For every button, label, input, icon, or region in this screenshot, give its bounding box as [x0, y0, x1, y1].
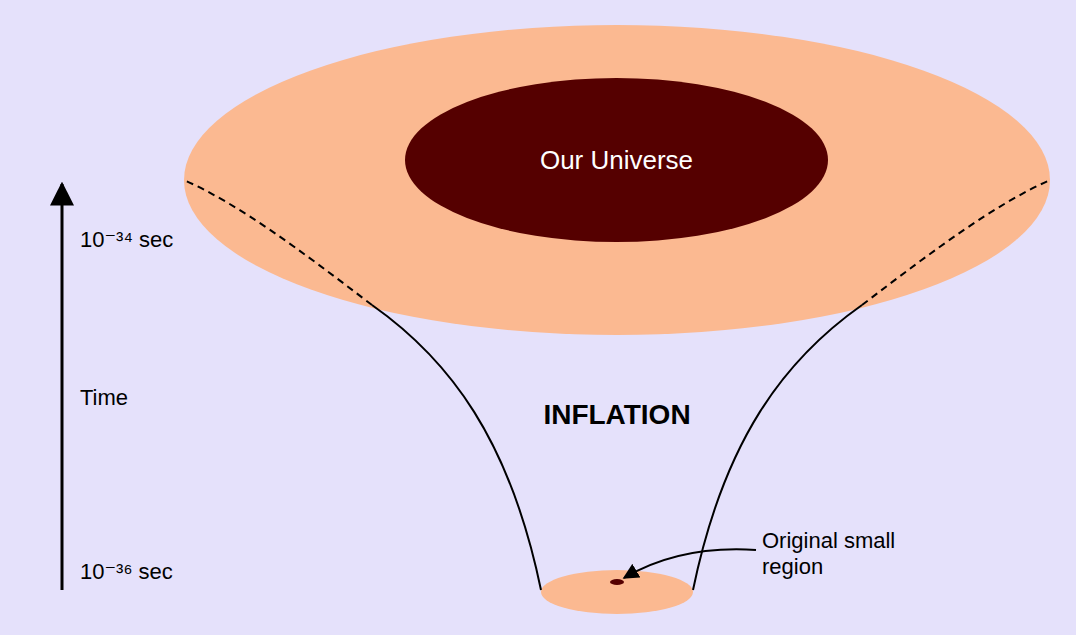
leader-arrow [624, 549, 756, 578]
axis-label: Time [80, 385, 128, 411]
inflation-curve-dashed [862, 180, 1050, 305]
universe-ellipse: Our Universe [405, 78, 828, 242]
region-label: Our Universe [405, 78, 828, 242]
time-mark: 10⁻³⁴ sec [80, 227, 173, 253]
original-small-region [610, 579, 624, 585]
phase-label: INFLATION [543, 398, 690, 432]
inflation-curve [372, 305, 541, 590]
time-mark: 10⁻³⁶ sec [80, 559, 173, 585]
callout-label: Original small region [762, 528, 914, 581]
time-arrow [61, 184, 64, 590]
initial-region [541, 570, 693, 614]
inflation-curve-dashed [184, 180, 372, 305]
inflated-region [184, 25, 1050, 335]
ellipse-fill [405, 78, 828, 242]
